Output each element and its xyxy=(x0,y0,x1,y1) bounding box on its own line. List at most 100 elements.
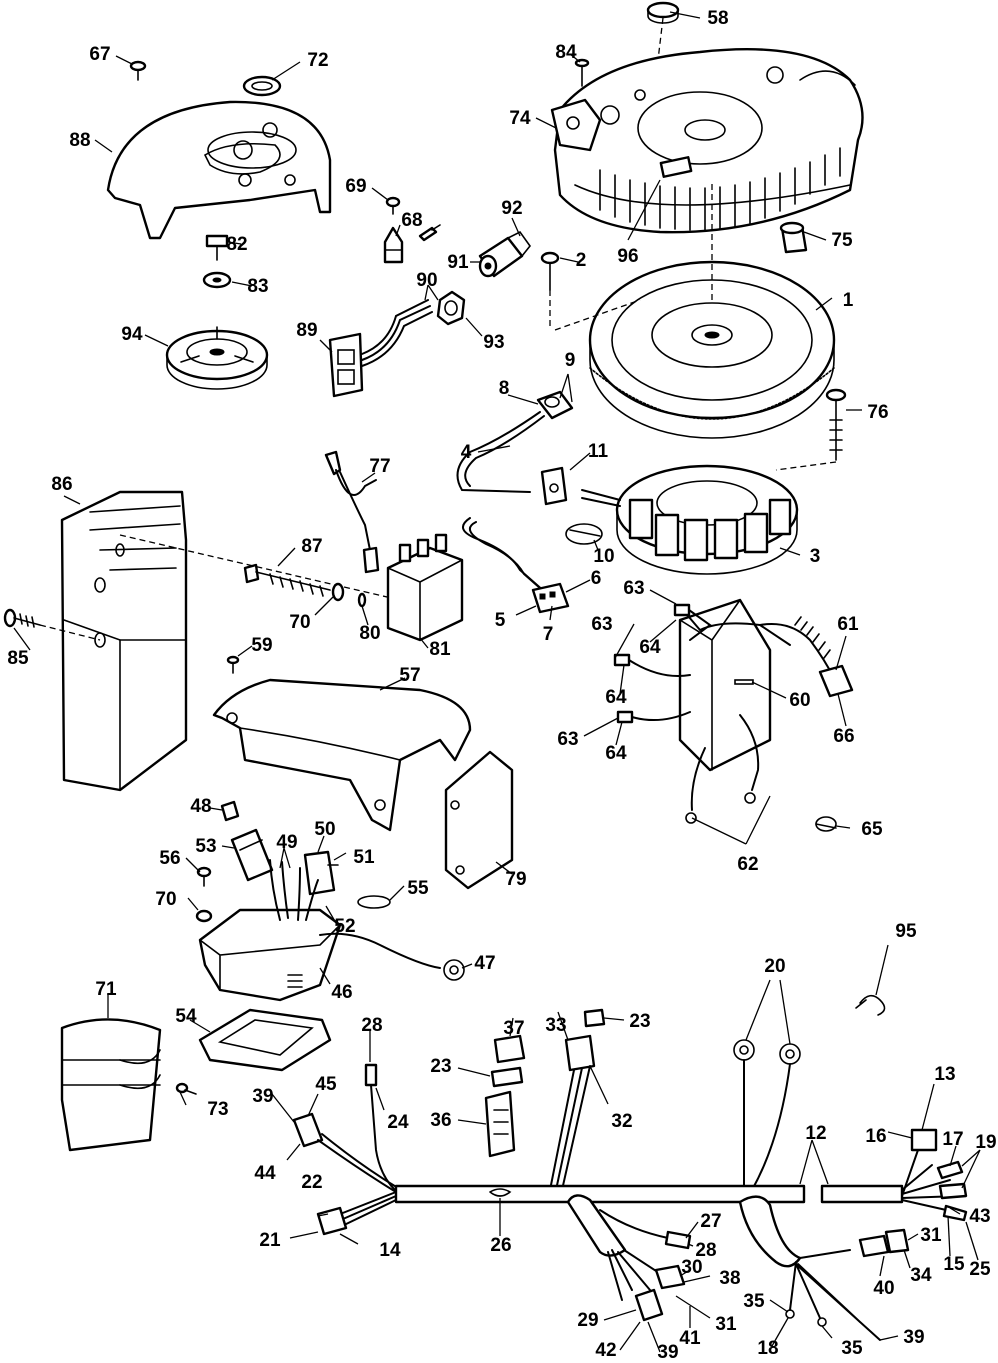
callout-label: 36 xyxy=(430,1110,451,1131)
callout-label: 63 xyxy=(557,729,578,750)
callout-label: 95 xyxy=(895,921,917,942)
part-50-51-plug xyxy=(303,850,339,896)
part-8-9-connector xyxy=(456,390,574,597)
callout-label: 26 xyxy=(490,1235,511,1256)
callout-label: 25 xyxy=(969,1259,991,1280)
part-23-33-plug xyxy=(549,1008,606,1191)
callout-label: 85 xyxy=(7,648,29,669)
callout-label: 39 xyxy=(903,1327,924,1348)
part-62-ground-leads xyxy=(685,714,760,824)
callout-label: 6 xyxy=(591,568,602,589)
callout-label: 59 xyxy=(251,635,272,656)
part-91-plug xyxy=(478,230,532,278)
part-88-cover xyxy=(106,100,332,240)
callout-label: 23 xyxy=(430,1056,451,1077)
callout-label: 11 xyxy=(588,441,609,462)
part-53-connector xyxy=(230,828,274,882)
callout-label: 45 xyxy=(315,1074,337,1095)
callout-label: 48 xyxy=(190,796,211,817)
callout-label: 79 xyxy=(505,869,526,890)
part-59-screw xyxy=(226,655,240,674)
callout-label: 52 xyxy=(334,916,355,937)
callout-label: 69 xyxy=(345,176,366,197)
callout-label: 89 xyxy=(296,320,317,341)
callout-label: 50 xyxy=(314,819,335,840)
part-93-nut xyxy=(436,290,466,326)
callout-label: 9 xyxy=(565,350,576,371)
part-57-shield xyxy=(212,678,472,832)
part-85-screw xyxy=(3,608,101,641)
callout-label: 13 xyxy=(934,1064,955,1085)
part-5-6-7-connector xyxy=(531,582,570,614)
callout-label: 49 xyxy=(276,832,297,853)
part-24-28-lead xyxy=(364,1063,396,1191)
callout-label: 54 xyxy=(175,1006,197,1027)
callout-label: 90 xyxy=(416,270,437,291)
callout-label: 60 xyxy=(789,690,810,711)
callout-label: 70 xyxy=(155,889,176,910)
callout-label: 82 xyxy=(226,234,247,255)
callout-label: 29 xyxy=(577,1310,598,1331)
callout-label: 28 xyxy=(361,1015,382,1036)
callout-label: 14 xyxy=(379,1240,401,1261)
part-48-clip xyxy=(220,800,240,822)
part-75-cap xyxy=(779,221,808,254)
part-60-module xyxy=(678,598,854,772)
part-92-pin xyxy=(418,224,441,242)
callout-label: 27 xyxy=(700,1211,721,1232)
callout-label: 34 xyxy=(910,1265,932,1286)
callout-label: 75 xyxy=(831,230,853,251)
callout-leaders xyxy=(13,11,981,1353)
part-70-80-washer xyxy=(331,582,367,608)
part-2-bolt xyxy=(540,251,560,330)
part-94-pulley xyxy=(165,326,269,390)
part-84-screw xyxy=(574,58,590,87)
callout-label: 86 xyxy=(51,474,72,495)
part-65-clamp xyxy=(815,816,837,832)
callout-label: 92 xyxy=(501,198,522,219)
part-96-flywheel-cover xyxy=(553,48,864,234)
callout-label: 46 xyxy=(331,982,352,1003)
part-1-flywheel xyxy=(588,260,836,439)
part-56-screw xyxy=(195,866,213,923)
part-79-plate xyxy=(444,750,514,890)
callout-label: 42 xyxy=(595,1340,616,1361)
part-12-main-harness xyxy=(329,1149,961,1341)
part-3-stator xyxy=(581,464,799,575)
part-77-spark-lead xyxy=(324,450,380,574)
part-63-64-leads xyxy=(613,603,712,724)
callout-label: 84 xyxy=(555,42,577,63)
part-46-rectifier xyxy=(198,859,465,1002)
callout-label: 76 xyxy=(867,402,888,423)
callout-label: 70 xyxy=(289,612,310,633)
callout-label: 66 xyxy=(833,726,854,747)
part-68-fuse xyxy=(383,226,404,264)
callout-label: 17 xyxy=(942,1129,963,1150)
callout-label: 47 xyxy=(474,953,495,974)
callout-label: 38 xyxy=(719,1268,740,1289)
callout-label: 15 xyxy=(943,1254,965,1275)
callout-label: 21 xyxy=(259,1230,281,1251)
callout-label: 51 xyxy=(353,847,375,868)
callout-label: 62 xyxy=(737,854,758,875)
part-10-strap xyxy=(565,523,603,545)
part-39-44-45-connector xyxy=(292,1112,399,1193)
callout-label: 83 xyxy=(247,276,268,297)
callout-label: 22 xyxy=(301,1172,322,1193)
alignment-lines xyxy=(554,180,713,331)
part-83-washer xyxy=(202,271,232,289)
callout-label: 64 xyxy=(605,687,627,708)
callout-label: 67 xyxy=(89,44,110,65)
part-87-bolt xyxy=(243,563,331,597)
callout-label: 39 xyxy=(252,1086,273,1107)
part-54-gasket xyxy=(198,1008,332,1072)
part-73-screw xyxy=(175,1082,197,1095)
callout-label: 2 xyxy=(576,250,587,271)
callout-label: 55 xyxy=(407,878,429,899)
callout-label: 93 xyxy=(483,332,504,353)
callout-label: 87 xyxy=(301,536,322,557)
callout-label: 31 xyxy=(715,1314,737,1335)
